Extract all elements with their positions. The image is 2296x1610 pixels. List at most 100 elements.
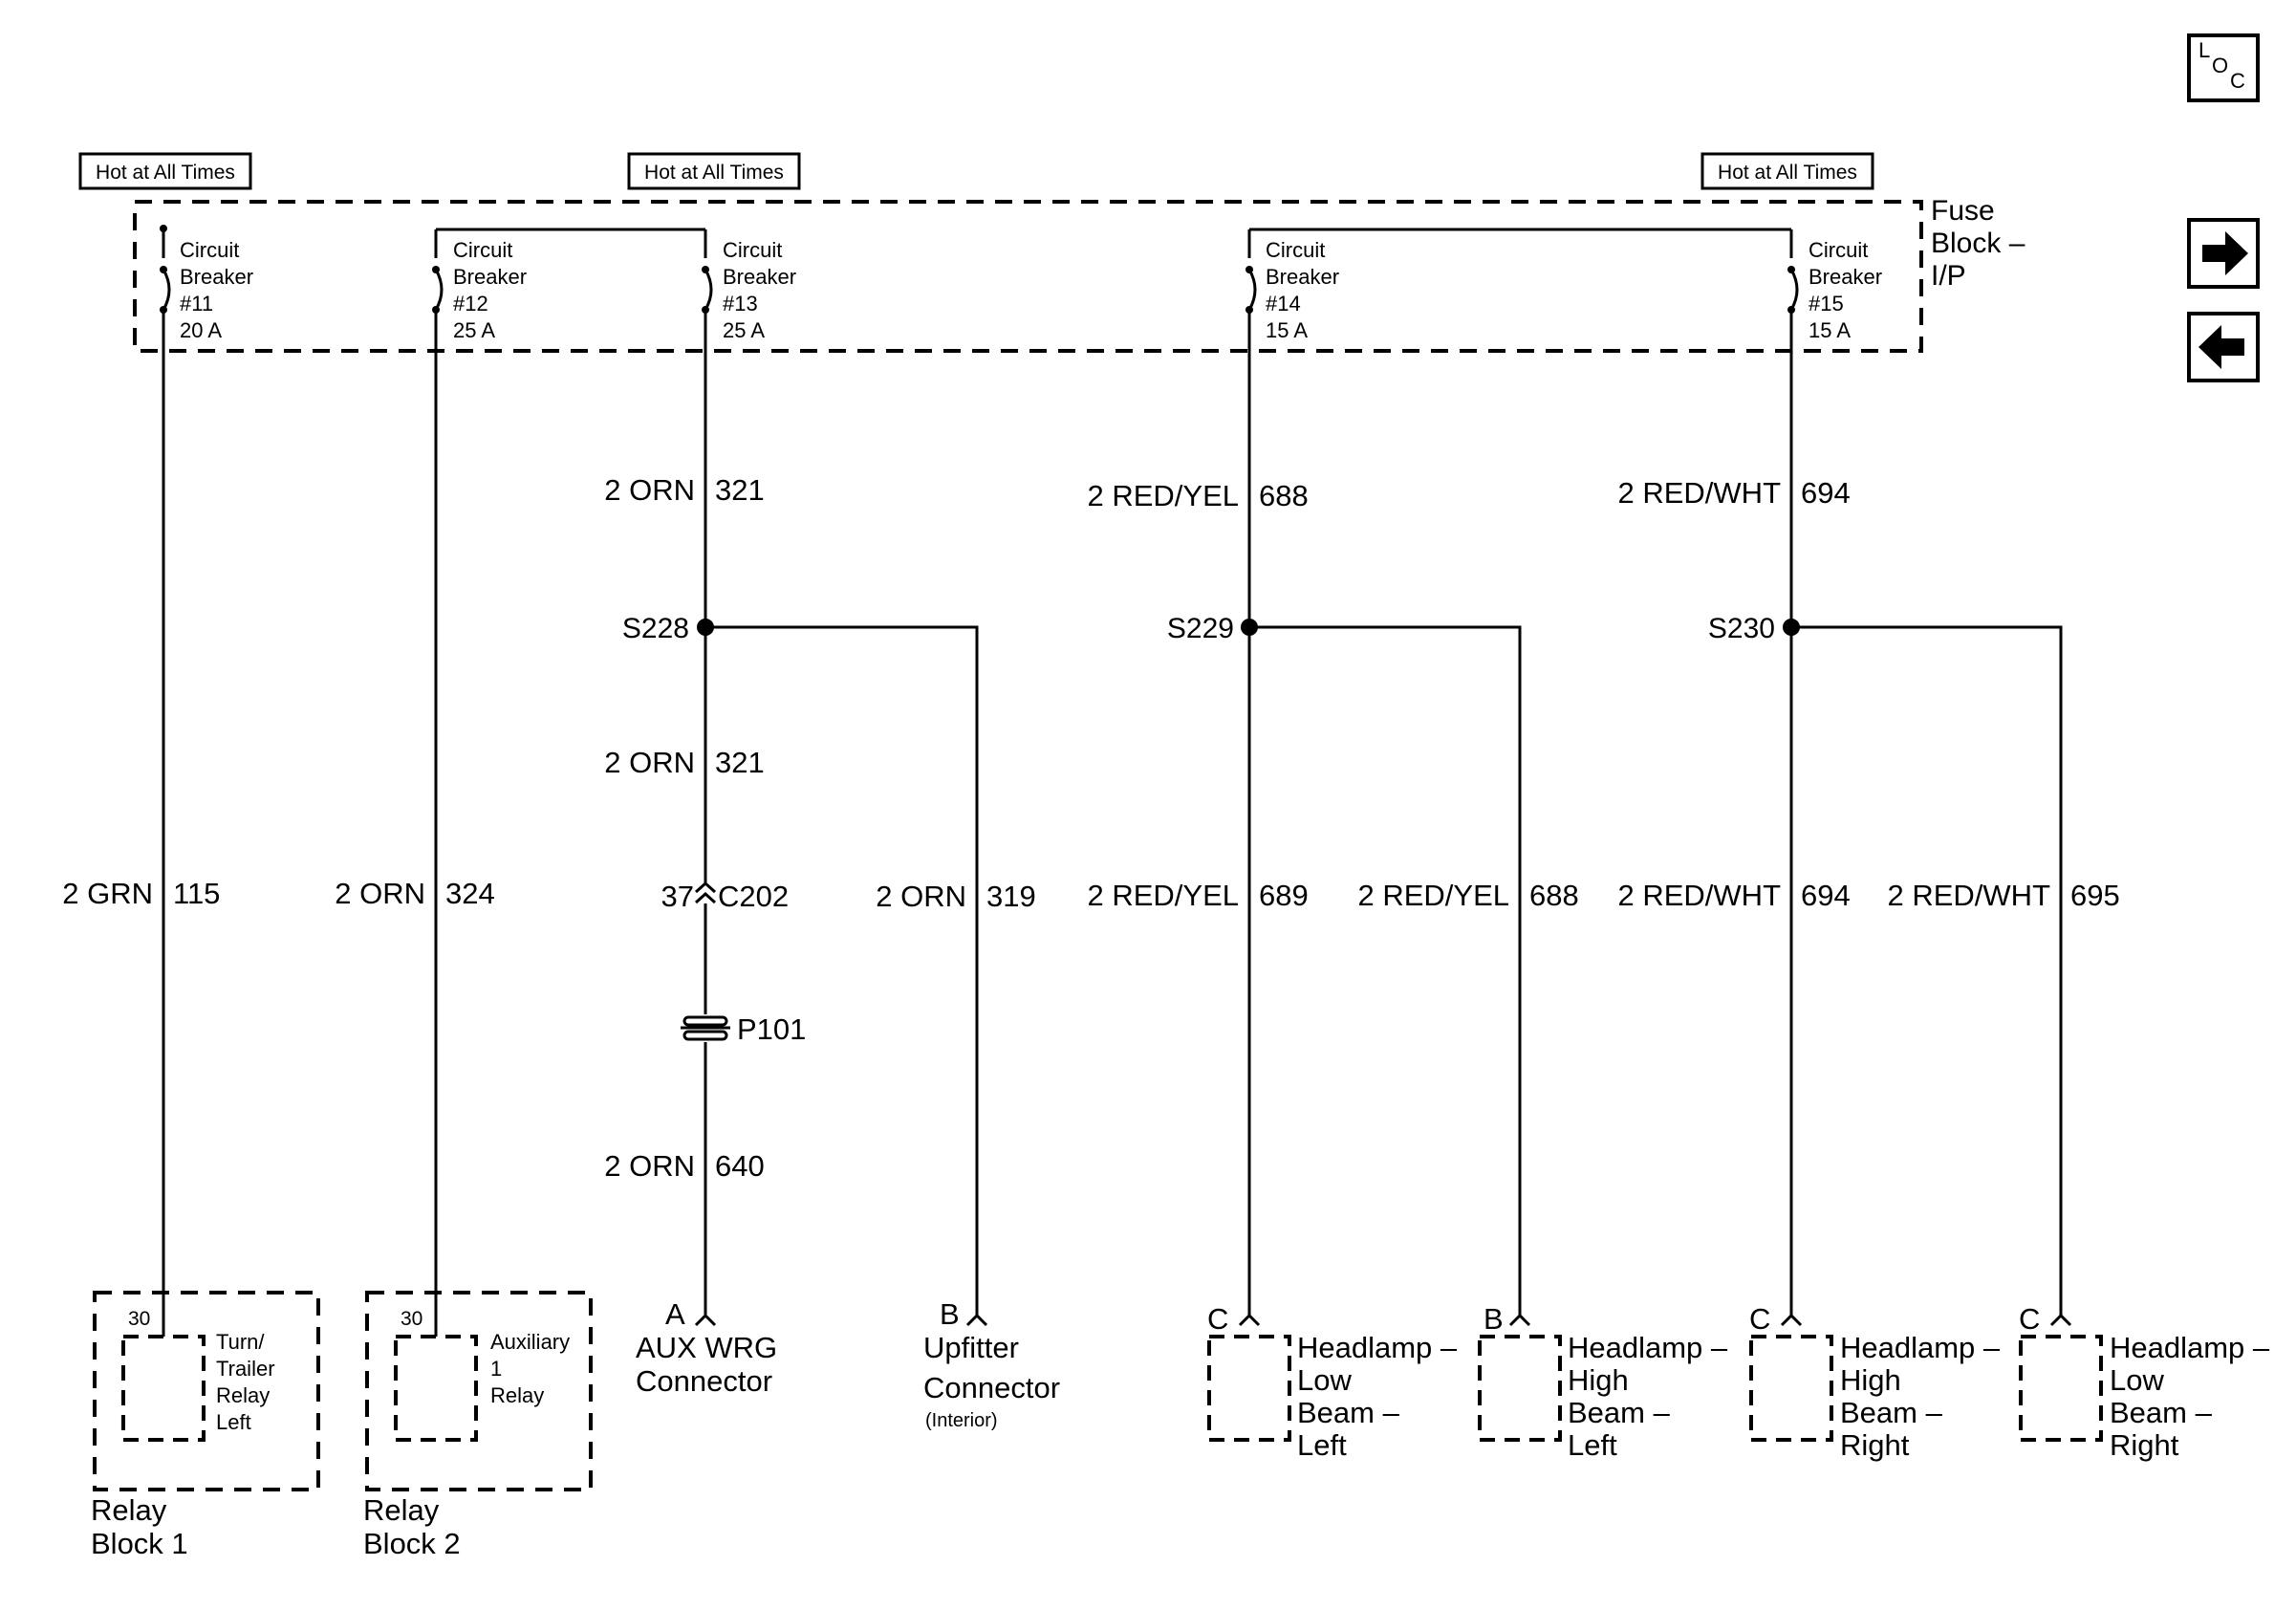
svg-text:#15: #15 bbox=[1809, 292, 1844, 315]
wire-label-redwht-695: 2 RED/WHT 695 bbox=[1888, 879, 2120, 912]
hot-label-right: Hot at All Times bbox=[1700, 152, 1874, 190]
svg-text:2 RED/WHT: 2 RED/WHT bbox=[1618, 476, 1782, 510]
svg-text:2 ORN: 2 ORN bbox=[604, 473, 695, 507]
svg-text:688: 688 bbox=[1259, 479, 1309, 512]
wire-label-redyel-688-upper: 2 RED/YEL 688 bbox=[1087, 479, 1308, 512]
circuit-breaker-13: Circuit Breaker #13 25 A bbox=[702, 238, 796, 342]
svg-text:Circuit: Circuit bbox=[1266, 238, 1325, 262]
svg-text:319: 319 bbox=[986, 880, 1036, 913]
svg-text:C: C bbox=[2019, 1302, 2040, 1336]
svg-text:Block –: Block – bbox=[1931, 228, 2025, 259]
aux-wrg-connector: A AUX WRG Connector bbox=[636, 1297, 777, 1398]
relay-block-2: 30 Auxiliary 1 Relay Relay Block 2 bbox=[363, 1291, 593, 1560]
svg-text:15 A: 15 A bbox=[1266, 318, 1308, 342]
svg-text:Low: Low bbox=[1297, 1363, 1352, 1397]
svg-text:Breaker: Breaker bbox=[1809, 265, 1882, 289]
fuse-block-label: Fuse Block – I/P bbox=[1931, 195, 2025, 292]
svg-text:Breaker: Breaker bbox=[723, 265, 796, 289]
svg-text:Breaker: Breaker bbox=[453, 265, 527, 289]
svg-text:2 RED/YEL: 2 RED/YEL bbox=[1087, 879, 1239, 912]
forward-arrow-button[interactable] bbox=[2187, 218, 2260, 289]
svg-text:S228: S228 bbox=[622, 613, 689, 644]
svg-text:Beam –: Beam – bbox=[2110, 1396, 2213, 1429]
connector-c202: 37 C202 bbox=[661, 880, 790, 913]
hot-label-left: Hot at All Times bbox=[78, 152, 252, 190]
circuit-breaker-14: Circuit Breaker #14 15 A bbox=[1245, 238, 1339, 342]
svg-text:321: 321 bbox=[715, 473, 765, 507]
svg-text:#13: #13 bbox=[723, 292, 758, 315]
wire-label-orn-319: 2 ORN 319 bbox=[876, 880, 1035, 913]
svg-text:Relay: Relay bbox=[216, 1383, 270, 1407]
svg-text:25 A: 25 A bbox=[453, 318, 495, 342]
svg-text:695: 695 bbox=[2070, 879, 2120, 912]
svg-text:694: 694 bbox=[1801, 879, 1851, 912]
svg-text:S230: S230 bbox=[1708, 613, 1775, 644]
svg-text:High: High bbox=[1568, 1363, 1629, 1397]
relay-block-1: 30 Turn/ Trailer Relay Left Relay Block … bbox=[91, 1291, 320, 1560]
svg-text:2 ORN: 2 ORN bbox=[604, 1149, 695, 1183]
svg-text:2 GRN: 2 GRN bbox=[62, 877, 153, 910]
svg-text:Circuit: Circuit bbox=[723, 238, 782, 262]
svg-text:O: O bbox=[2212, 54, 2228, 77]
svg-text:#14: #14 bbox=[1266, 292, 1301, 315]
splice-s229: S229 bbox=[1167, 613, 1258, 644]
splice-s228: S228 bbox=[622, 613, 714, 644]
svg-text:30: 30 bbox=[401, 1308, 422, 1330]
svg-text:#11: #11 bbox=[180, 292, 213, 315]
svg-text:Relay: Relay bbox=[363, 1493, 440, 1527]
svg-text:B: B bbox=[940, 1297, 960, 1331]
svg-text:C202: C202 bbox=[718, 880, 789, 913]
svg-text:C: C bbox=[1749, 1302, 1770, 1336]
svg-text:#12: #12 bbox=[453, 292, 488, 315]
svg-text:Left: Left bbox=[1568, 1428, 1617, 1462]
wire-label-grn-115: 2 GRN 115 bbox=[62, 877, 220, 910]
svg-text:L: L bbox=[2199, 38, 2210, 62]
svg-text:C: C bbox=[2230, 69, 2245, 93]
svg-text:2 ORN: 2 ORN bbox=[876, 880, 966, 913]
svg-text:Breaker: Breaker bbox=[180, 265, 253, 289]
svg-text:Left: Left bbox=[1297, 1428, 1347, 1462]
svg-text:2 ORN: 2 ORN bbox=[335, 877, 425, 910]
svg-text:High: High bbox=[1840, 1363, 1901, 1397]
svg-text:Circuit: Circuit bbox=[180, 238, 239, 262]
wire-label-redwht-694-lower: 2 RED/WHT 694 bbox=[1618, 879, 1851, 912]
loc-button[interactable]: L O C bbox=[2187, 33, 2260, 102]
svg-text:Upfitter: Upfitter bbox=[923, 1331, 1019, 1364]
back-arrow-button[interactable] bbox=[2187, 312, 2260, 382]
svg-text:689: 689 bbox=[1259, 879, 1309, 912]
svg-text:Fuse: Fuse bbox=[1931, 195, 1995, 227]
svg-text:Beam –: Beam – bbox=[1840, 1396, 1943, 1429]
svg-text:Headlamp –: Headlamp – bbox=[2110, 1331, 2270, 1364]
hot-label-center: Hot at All Times bbox=[627, 152, 801, 190]
svg-text:Auxiliary: Auxiliary bbox=[490, 1330, 570, 1354]
svg-text:30: 30 bbox=[128, 1308, 150, 1330]
svg-text:2 RED/YEL: 2 RED/YEL bbox=[1087, 479, 1239, 512]
svg-text:688: 688 bbox=[1529, 879, 1579, 912]
headlamp-high-beam-left: B Headlamp – High Beam – Left bbox=[1478, 1302, 1728, 1462]
svg-text:Relay: Relay bbox=[91, 1493, 167, 1527]
upfitter-connector: B Upfitter Connector (Interior) bbox=[923, 1297, 1060, 1431]
wire-label-redyel-688-lower: 2 RED/YEL 688 bbox=[1357, 879, 1578, 912]
svg-text:Turn/: Turn/ bbox=[216, 1330, 265, 1354]
circuit-breaker-11: Circuit Breaker #11 20 A bbox=[160, 225, 253, 342]
svg-text:2 RED/WHT: 2 RED/WHT bbox=[1888, 879, 2051, 912]
fuse-block-outline bbox=[133, 200, 1923, 353]
svg-text:37: 37 bbox=[661, 880, 694, 913]
svg-text:Block 2: Block 2 bbox=[363, 1527, 461, 1560]
svg-text:Headlamp –: Headlamp – bbox=[1840, 1331, 2001, 1364]
splice-s230: S230 bbox=[1708, 613, 1800, 644]
svg-text:Relay: Relay bbox=[490, 1383, 544, 1407]
svg-text:25 A: 25 A bbox=[723, 318, 765, 342]
svg-text:S229: S229 bbox=[1167, 613, 1234, 644]
svg-text:Connector: Connector bbox=[923, 1371, 1060, 1404]
right-arrow-icon bbox=[2202, 231, 2248, 275]
svg-text:Circuit: Circuit bbox=[1809, 238, 1868, 262]
wire-label-redwht-694-upper: 2 RED/WHT 694 bbox=[1618, 476, 1851, 510]
svg-text:15 A: 15 A bbox=[1809, 318, 1851, 342]
svg-text:Block 1: Block 1 bbox=[91, 1527, 188, 1560]
svg-text:Hot at All Times: Hot at All Times bbox=[1718, 162, 1857, 184]
wire-label-orn-324: 2 ORN 324 bbox=[335, 877, 494, 910]
svg-text:2 RED/YEL: 2 RED/YEL bbox=[1357, 879, 1509, 912]
headlamp-high-beam-right: C Headlamp – High Beam – Right bbox=[1749, 1302, 2001, 1462]
